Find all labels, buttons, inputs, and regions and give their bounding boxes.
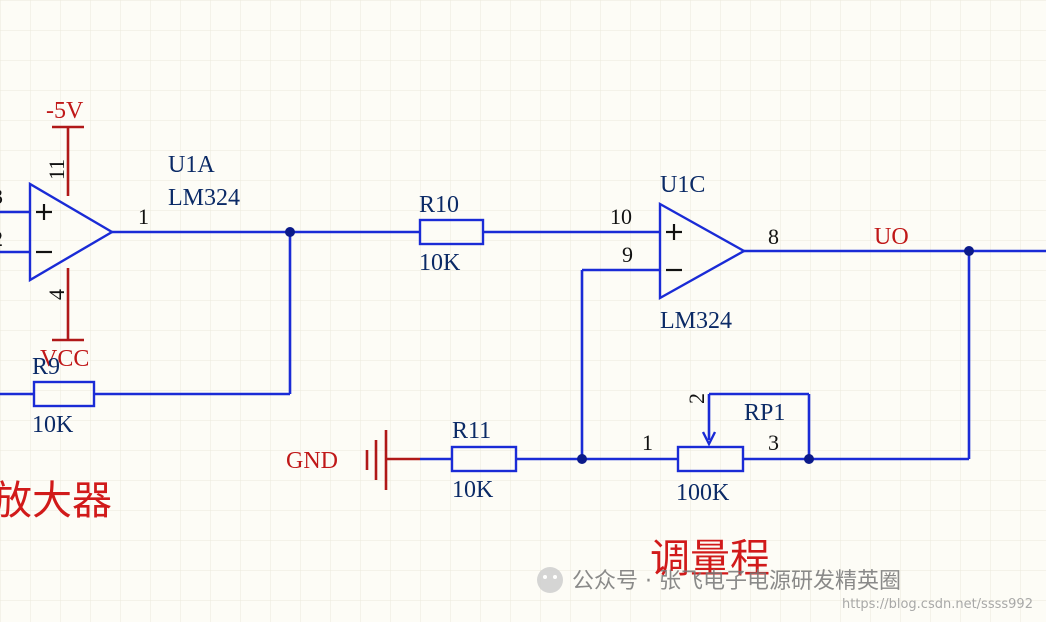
r9-value: 10K [32,412,74,438]
u1a-pin-vpos: 11 [44,159,69,180]
u1a-pin-in-neg: 2 [0,226,3,251]
junction-dot [285,227,295,237]
r9-designator: R9 [32,354,60,380]
resistor-r11[interactable]: R11 10K [420,418,548,503]
r10-value: 10K [419,250,461,276]
u1a-part: LM324 [168,185,240,211]
opamp-u1a[interactable]: 3 2 1 11 4 U1A LM324 [0,125,240,342]
wechat-icon [537,567,563,593]
junction-dot [577,454,587,464]
bottom-caption: 调量程 [650,536,770,582]
ground-symbol [365,430,420,490]
net-label-neg-supply: -5V [46,98,84,124]
resistor-r10[interactable]: R10 10K [388,192,516,276]
watermark-text: 公众号 · 张飞电子电源研发精英圈 [572,569,901,594]
u1a-pin-vneg: 4 [44,289,69,300]
u1a-pin-out: 1 [138,204,149,229]
u1c-part: LM324 [660,308,732,334]
opamp-u1c[interactable]: 10 9 8 U1C LM324 [610,172,779,334]
r11-value: 10K [452,477,494,503]
u1a-designator: U1A [168,152,215,178]
watermark: 公众号 · 张飞电子电源研发精英圈 https://blog.csdn.net/… [537,567,1033,612]
junction-dot [804,454,814,464]
net-label-pos-supply: VCC [40,346,89,372]
r11-designator: R11 [452,418,491,444]
rp1-value: 100K [676,480,730,506]
junction-dot [964,246,974,256]
u1a-pin-in-pos: 3 [0,184,3,209]
rp1-pin-3: 3 [768,430,779,455]
rp1-designator: RP1 [744,400,785,426]
u1c-pin-out: 8 [768,224,779,249]
left-caption: 放大器 [0,478,112,524]
r10-designator: R10 [419,192,459,218]
u1c-pin-in-neg: 9 [622,242,633,267]
net-label-output: UO [874,224,909,250]
potentiometer-rp1[interactable]: 1 2 3 RP1 100K [642,393,785,506]
resistor-r9[interactable]: R9 10K [30,354,126,438]
watermark-url: https://blog.csdn.net/ssss992 [842,597,1033,612]
junctions [285,227,974,464]
u1c-pin-in-pos: 10 [610,204,632,229]
wires [0,210,1046,461]
u1c-designator: U1C [660,172,705,198]
net-label-ground: GND [286,448,338,474]
rp1-pin-1: 1 [642,430,653,455]
rp1-pin-2: 2 [684,393,709,404]
